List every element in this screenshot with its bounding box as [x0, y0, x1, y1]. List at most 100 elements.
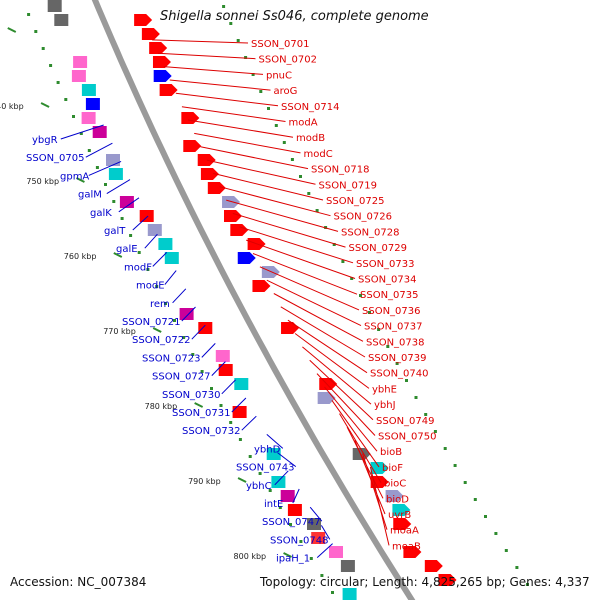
- forward-feature: [159, 84, 178, 96]
- forward-feature: [438, 574, 457, 586]
- guide-dot: [359, 294, 362, 297]
- reverse-leader-line: [292, 488, 300, 504]
- forward-leader-line: [157, 52, 256, 60]
- reverse-feature: [54, 14, 69, 26]
- forward-leader-line: [194, 132, 301, 154]
- reverse-feature: [287, 504, 302, 516]
- forward-leader-line: [219, 186, 331, 217]
- reverse-leader-line: [88, 160, 122, 176]
- forward-gene-label: bioD: [386, 494, 409, 505]
- reverse-gene-label: intE: [264, 499, 283, 510]
- guide-dot: [200, 370, 204, 373]
- reverse-feature: [307, 518, 321, 530]
- guide-dot: [268, 489, 272, 492]
- reverse-feature: [47, 0, 62, 12]
- forward-feature: [134, 14, 153, 26]
- reverse-gene-label: SSON_0730: [162, 390, 221, 401]
- reverse-feature: [234, 378, 249, 390]
- forward-feature: [392, 504, 411, 516]
- guide-dot: [229, 22, 233, 25]
- gene-features: [47, 0, 457, 600]
- guide-dot: [463, 481, 467, 484]
- forward-gene-label: SSON_0737: [364, 322, 423, 333]
- guide-dot: [251, 73, 255, 76]
- forward-gene-label: SSON_0750: [378, 432, 437, 443]
- reverse-leader-line: [132, 215, 149, 231]
- guide-dot: [104, 183, 107, 186]
- reverse-gene-label: modF: [124, 262, 152, 273]
- reverse-leader-line: [191, 324, 206, 340]
- forward-leader-line: [331, 400, 380, 468]
- forward-gene-label: uvrB: [388, 510, 411, 521]
- inner-guide-dots: [27, 13, 334, 594]
- kbp-tick-mark: [113, 252, 123, 258]
- forward-leader-line: [324, 386, 378, 452]
- forward-gene-labels: SSON_0701SSON_0702pnuCaroGSSON_0714modAm…: [152, 39, 437, 552]
- forward-feature: [230, 224, 249, 236]
- guide-dot: [331, 591, 334, 594]
- guide-dot: [244, 56, 248, 59]
- forward-feature: [152, 56, 171, 68]
- reverse-feature: [164, 252, 179, 264]
- reverse-feature: [271, 476, 286, 488]
- kbp-tick-label: 750 kbp: [26, 177, 59, 186]
- reverse-feature: [119, 196, 134, 208]
- forward-feature: [181, 112, 200, 124]
- forward-leader-line: [213, 172, 324, 201]
- guide-dot: [79, 132, 83, 135]
- guide-dot: [146, 268, 150, 271]
- reverse-feature: [139, 210, 154, 222]
- reverse-gene-label: ybgR: [32, 135, 58, 146]
- reverse-leader-line: [118, 197, 140, 213]
- guide-dot: [386, 345, 390, 348]
- guide-dot: [95, 166, 99, 169]
- guide-dot: [307, 192, 311, 195]
- forward-feature: [237, 252, 256, 264]
- forward-gene-label: SSON_0714: [281, 102, 340, 113]
- reverse-gene-label: SSON_0723: [142, 353, 201, 364]
- reverse-gene-label: SSON_0732: [182, 426, 241, 437]
- reverse-gene-label: ybhC: [246, 481, 272, 492]
- reverse-feature: [81, 84, 96, 96]
- forward-gene-label: SSON_0735: [360, 290, 419, 301]
- reverse-leader-line: [181, 306, 196, 322]
- forward-leader-line: [369, 466, 390, 546]
- forward-gene-label: bioB: [380, 447, 402, 458]
- reverse-leader-line: [231, 397, 247, 413]
- guide-dot: [267, 107, 270, 110]
- guide-dot: [453, 464, 457, 467]
- forward-gene-label: SSON_0736: [362, 306, 421, 317]
- genome-backbone: [91, 0, 416, 600]
- guide-dot: [56, 81, 60, 84]
- forward-leader-line: [309, 359, 374, 421]
- guide-dot: [64, 98, 68, 101]
- forward-feature: [424, 560, 443, 572]
- forward-gene-label: modB: [296, 133, 325, 144]
- reverse-feature: [340, 560, 355, 572]
- guide-dot: [236, 39, 240, 42]
- forward-gene-label: moaA: [390, 526, 419, 537]
- reverse-feature: [266, 448, 281, 460]
- guide-dot: [87, 149, 91, 152]
- forward-feature: [149, 42, 168, 54]
- forward-leader-line: [362, 453, 388, 530]
- forward-gene-label: ybhE: [372, 384, 397, 395]
- reverse-feature: [280, 490, 295, 502]
- guide-dot: [191, 353, 195, 356]
- reverse-feature: [329, 546, 343, 558]
- forward-feature: [197, 154, 216, 166]
- forward-gene-label: SSON_0719: [319, 180, 378, 191]
- forward-feature: [281, 322, 300, 334]
- reverse-feature: [73, 56, 88, 68]
- guide-dot: [341, 260, 345, 263]
- reverse-leader-line: [274, 470, 289, 486]
- forward-leader-line: [181, 106, 286, 122]
- reverse-gene-label: SSON_0722: [132, 335, 191, 346]
- guide-dot: [258, 472, 262, 475]
- forward-gene-label: modC: [304, 149, 333, 160]
- reverse-gene-label: galE: [116, 244, 138, 255]
- guide-dot: [219, 404, 223, 407]
- guide-dot: [526, 583, 529, 586]
- reverse-feature: [85, 98, 100, 110]
- guide-dot: [282, 141, 286, 144]
